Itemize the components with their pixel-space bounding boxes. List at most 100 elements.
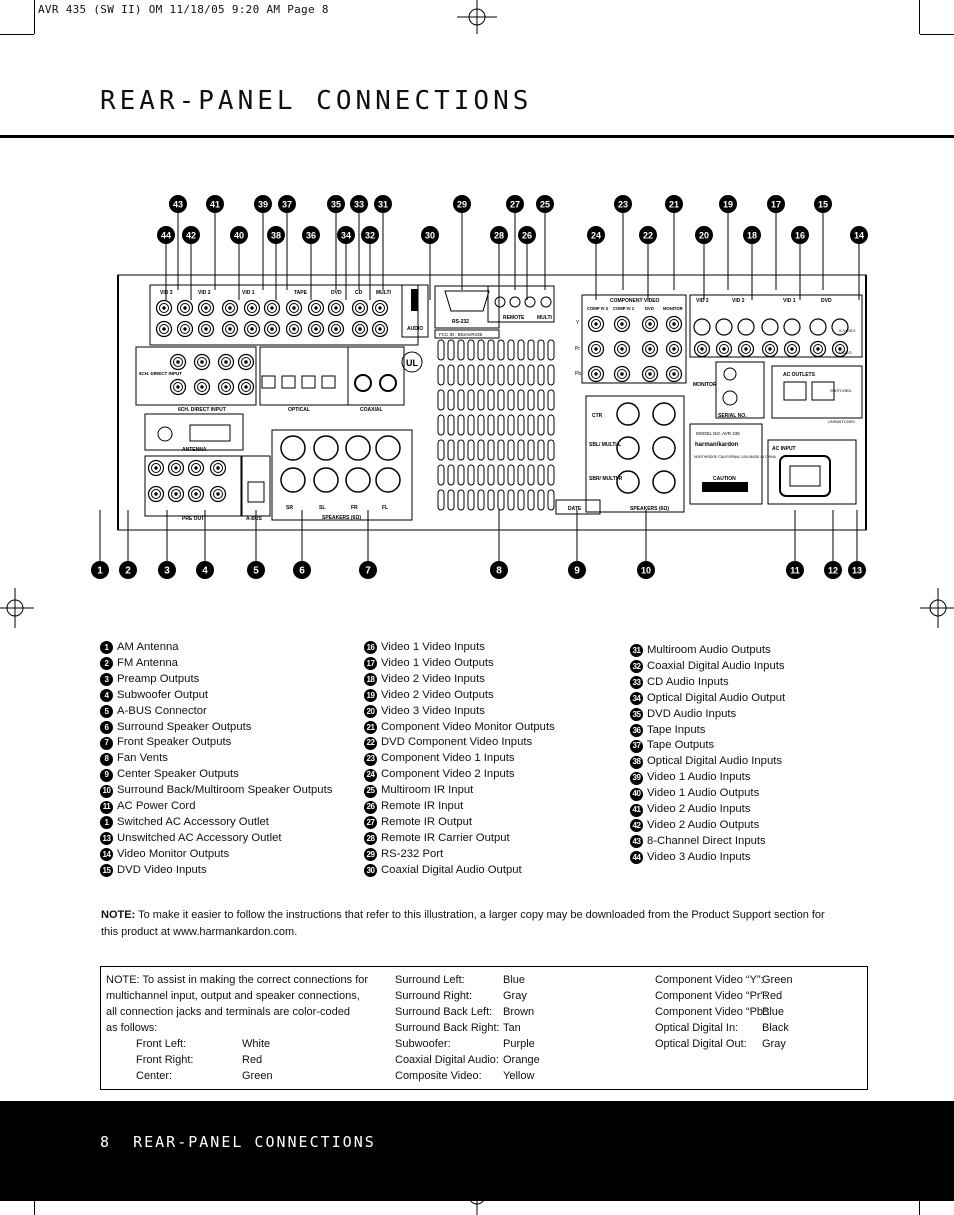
callout-3	[158, 561, 176, 579]
callout-19	[719, 195, 737, 213]
callout-number: 30	[425, 231, 435, 241]
callout-number-badge: 32	[630, 660, 643, 674]
callout-27	[506, 195, 524, 213]
label-audio: AUDIO	[407, 326, 423, 332]
title-rule	[0, 135, 954, 138]
color-code-row: Component Video “Y”:Green	[655, 972, 793, 988]
callout-34	[337, 226, 355, 244]
label-preout: PRE OUT	[182, 516, 204, 522]
callout-number: 21	[669, 200, 679, 210]
label-vid1: VID 1	[242, 290, 255, 296]
callout-number: 18	[747, 231, 757, 241]
print-slug: AVR 435 (SW II) OM 11/18/05 9:20 AM Page…	[38, 3, 329, 16]
svg-text:FL: FL	[382, 505, 388, 511]
callout-44	[157, 226, 175, 244]
callout-24	[587, 226, 605, 244]
callout-29	[453, 195, 471, 213]
legend-text: Video 1 Audio Outputs	[647, 787, 760, 800]
color-code-row: Optical Digital In:Black	[655, 1020, 793, 1036]
callout-number-badge: 34	[630, 692, 643, 706]
callout-number: 10	[641, 566, 651, 576]
callout-25	[536, 195, 554, 213]
callout-number-badge: 43	[630, 835, 643, 849]
legend-item: 43 8-Channel Direct Inputs	[630, 834, 785, 850]
label-made: NORTHRIDGE CALIFORNIA, USA MADE IN CHINA	[694, 455, 776, 459]
callout-1	[91, 561, 109, 579]
callout-number-badge: 37	[630, 739, 643, 753]
label-rs232: RS-232	[452, 319, 469, 325]
svg-text:COMP IV 2: COMP IV 2	[587, 306, 609, 311]
page-number: 8	[100, 1133, 112, 1151]
label-abus: A-BUS	[246, 516, 262, 522]
registration-mark	[457, 0, 497, 34]
callout-number: 17	[771, 200, 781, 210]
callout-number: 23	[618, 200, 628, 210]
color-code-value: Orange	[503, 1054, 540, 1066]
callout-33	[350, 195, 368, 213]
svg-text:Y: Y	[576, 320, 580, 326]
color-code-box: NOTE: To assist in making the correct co…	[100, 966, 868, 1090]
callout-number: 33	[354, 200, 364, 210]
color-code-row: Surround Right:Gray	[395, 988, 540, 1004]
callout-11	[786, 561, 804, 579]
svg-text:COMP IV 1: COMP IV 1	[613, 306, 635, 311]
callout-number: 6	[299, 566, 305, 577]
callout-number-badge: 40	[630, 787, 643, 801]
legend-item: 40 Video 1 Audio Outputs	[630, 786, 785, 802]
callout-number-badge: 27	[364, 816, 377, 830]
callout-number-badge: 13	[100, 832, 113, 846]
label-caution: CAUTION	[713, 476, 736, 482]
callout-43	[169, 195, 187, 213]
legend-text: Fan Vents	[117, 752, 168, 765]
color-code-key: Surround Right:	[395, 990, 473, 1002]
label-fcc: FCC ID : B02AVR435	[439, 332, 483, 337]
callout-number-badge: 35	[630, 708, 643, 722]
legend-text: 8-Channel Direct Inputs	[647, 834, 766, 847]
callout-17	[767, 195, 785, 213]
label-model: MODEL NO. AVR 435	[696, 431, 740, 436]
legend-text: Surround Speaker Outputs	[117, 720, 252, 733]
callout-36	[302, 226, 320, 244]
note-text: To make it easier to follow the instruct…	[101, 909, 825, 938]
color-code-key: Composite Video:	[395, 1070, 482, 1082]
legend-text: Tape Outputs	[647, 739, 715, 752]
callout-number: 31	[378, 200, 388, 210]
callout-37	[278, 195, 296, 213]
callout-number-badge: 23	[364, 752, 377, 766]
callout-number-badge: 21	[364, 720, 377, 734]
callout-number-badge: 33	[630, 676, 643, 690]
color-code-key: Surround Left:	[395, 974, 465, 986]
callout-15	[814, 195, 832, 213]
callout-number-badge: 10	[100, 784, 113, 798]
callout-39	[254, 195, 272, 213]
callout-number-badge: 36	[630, 723, 643, 737]
label-brand: harman/kardon	[695, 442, 739, 448]
callout-41	[206, 195, 224, 213]
legend-text: Surround Back/Multiroom Speaker Outputs	[117, 784, 333, 797]
callout-number: 1	[97, 566, 103, 577]
callout-number: 4	[202, 566, 208, 577]
callout-number: 43	[173, 200, 183, 210]
legend-text: Switched AC Accessory Outlet	[117, 815, 269, 828]
color-code-row: Component Video “Pr”:Red	[655, 988, 793, 1004]
legend-text: Video Monitor Outputs	[117, 847, 230, 860]
callout-number: 44	[161, 231, 171, 241]
color-code-key: Component Video “Y”:	[655, 974, 764, 986]
callout-number-badge: 1	[100, 641, 113, 655]
svg-text:SBR/ MULTI R: SBR/ MULTI R	[589, 476, 623, 482]
